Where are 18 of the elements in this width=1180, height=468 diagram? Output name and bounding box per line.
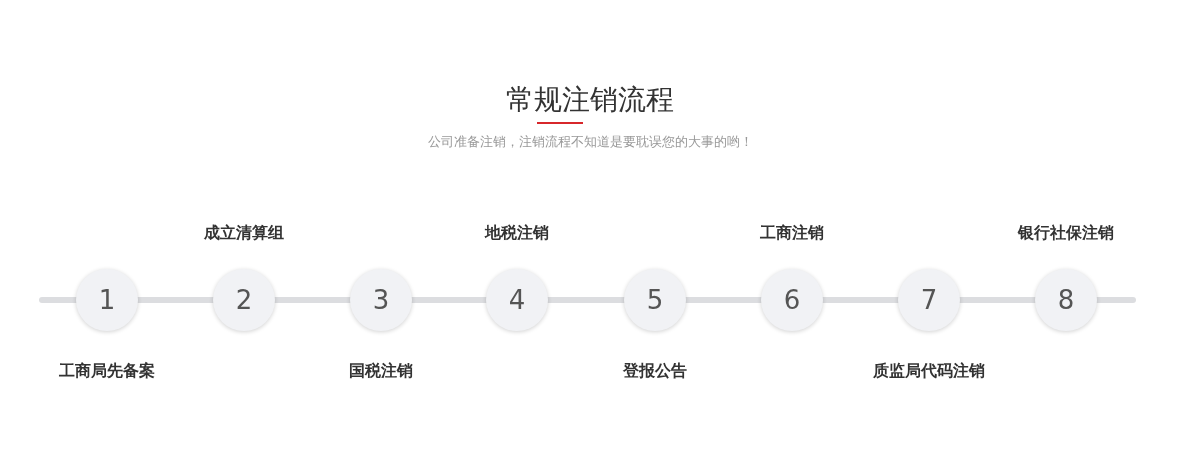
step-circle: 6 — [761, 269, 823, 331]
step-label: 质监局代码注销 — [873, 361, 985, 381]
step-label: 成立清算组 — [204, 223, 284, 243]
step-circle: 7 — [898, 269, 960, 331]
step-circle: 1 — [76, 269, 138, 331]
step-label: 国税注销 — [349, 361, 413, 381]
step-circle: 2 — [213, 269, 275, 331]
step-label: 登报公告 — [623, 361, 687, 381]
step-circle: 3 — [350, 269, 412, 331]
step-label: 银行社保注销 — [1018, 223, 1114, 243]
subtitle: 公司准备注销，注销流程不知道是要耽误您的大事的哟！ — [427, 133, 753, 151]
step-circle: 4 — [486, 269, 548, 331]
step-label: 地税注销 — [485, 223, 549, 243]
step-label: 工商注销 — [760, 223, 824, 243]
step-circle: 5 — [624, 269, 686, 331]
title: 常规注销流程 — [506, 82, 674, 118]
step-label: 工商局先备案 — [59, 361, 155, 381]
step-circle: 8 — [1035, 269, 1097, 331]
